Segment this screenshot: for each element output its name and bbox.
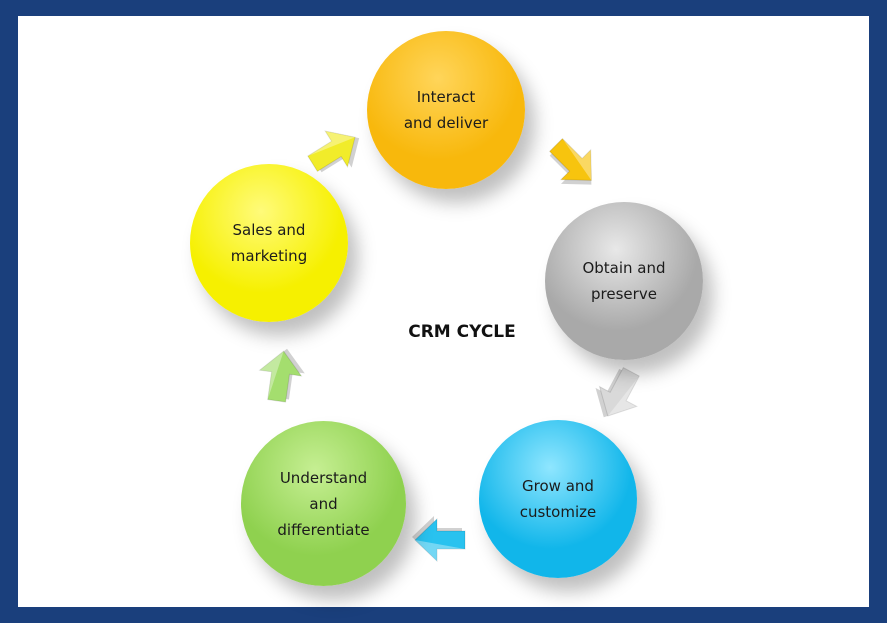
stage-label-obtain: Obtain and preserve [582, 259, 666, 303]
stage-label-understand: Understand and differentiate [277, 468, 370, 539]
cycle-arrows [258, 130, 640, 563]
stage-understand-and-differentiate: Understand and differentiate [241, 421, 406, 586]
stage-label-grow: Grow and customize [519, 477, 597, 521]
stage-grow-and-customize: Grow and customize [479, 420, 637, 578]
arrow-grow-to-understand [412, 516, 466, 563]
stage-label-interact: Interact and deliver [403, 88, 489, 132]
diagram-title: CRM CYCLE [408, 322, 516, 342]
stage-obtain-and-preserve: Obtain and preserve [545, 202, 703, 360]
stage-label-sales: Sales and marketing [230, 221, 308, 265]
arrow-understand-to-sales [258, 348, 305, 403]
arrow-obtain-to-grow [595, 366, 640, 418]
diagram-canvas: Interact and deliver Obtain and preserve… [18, 16, 869, 607]
stage-interact-and-deliver: Interact and deliver [367, 31, 525, 189]
arrow-interact-to-obtain [548, 137, 592, 185]
stage-sales-and-marketing: Sales and marketing [190, 164, 348, 322]
arrow-sales-to-interact [307, 130, 360, 173]
